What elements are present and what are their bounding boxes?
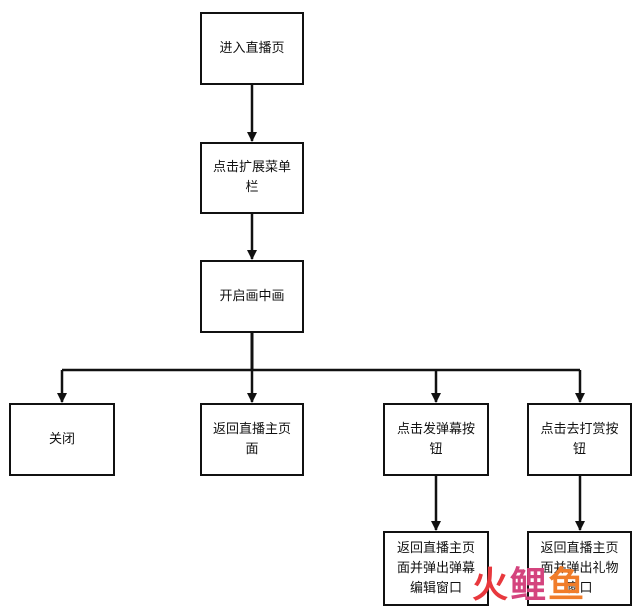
node-return-danmaku-label: 返回直播主页面并弹出弹幕编辑窗口 <box>396 540 475 596</box>
node-expand-menu-label: 点击扩展菜单栏 <box>212 160 291 195</box>
node-close: 关闭 <box>9 403 115 476</box>
node-open-pip-label: 开启画中画 <box>219 288 285 304</box>
node-danmaku-button-label: 点击发弹幕按钮 <box>396 421 475 457</box>
node-return-main-label: 返回直播主页面 <box>212 421 291 457</box>
node-enter-live: 进入直播页 <box>200 12 304 85</box>
node-tip-button-label: 点击去打赏按钮 <box>540 421 619 457</box>
node-tip-button: 点击去打赏按钮 <box>527 403 632 476</box>
node-expand-menu: 点击扩展菜单栏 <box>200 142 304 214</box>
node-return-gift: 返回直播主页面并弹出礼物窗口 <box>527 531 632 606</box>
watermark-char-2: 鲤 <box>510 565 549 606</box>
watermark-logo: 火鲤鱼 <box>472 566 586 606</box>
watermark-char-1: 火 <box>472 565 511 606</box>
node-close-label: 关闭 <box>48 431 75 447</box>
node-return-main: 返回直播主页面 <box>200 403 304 476</box>
node-danmaku-button: 点击发弹幕按钮 <box>383 403 489 476</box>
node-open-pip: 开启画中画 <box>200 260 304 333</box>
node-return-danmaku: 返回直播主页面并弹出弹幕编辑窗口 <box>383 531 489 606</box>
node-return-gift-label: 返回直播主页面并弹出礼物窗口 <box>540 540 619 596</box>
node-enter-live-label: 进入直播页 <box>219 40 285 56</box>
watermark-char-3: 鱼 <box>548 565 587 606</box>
